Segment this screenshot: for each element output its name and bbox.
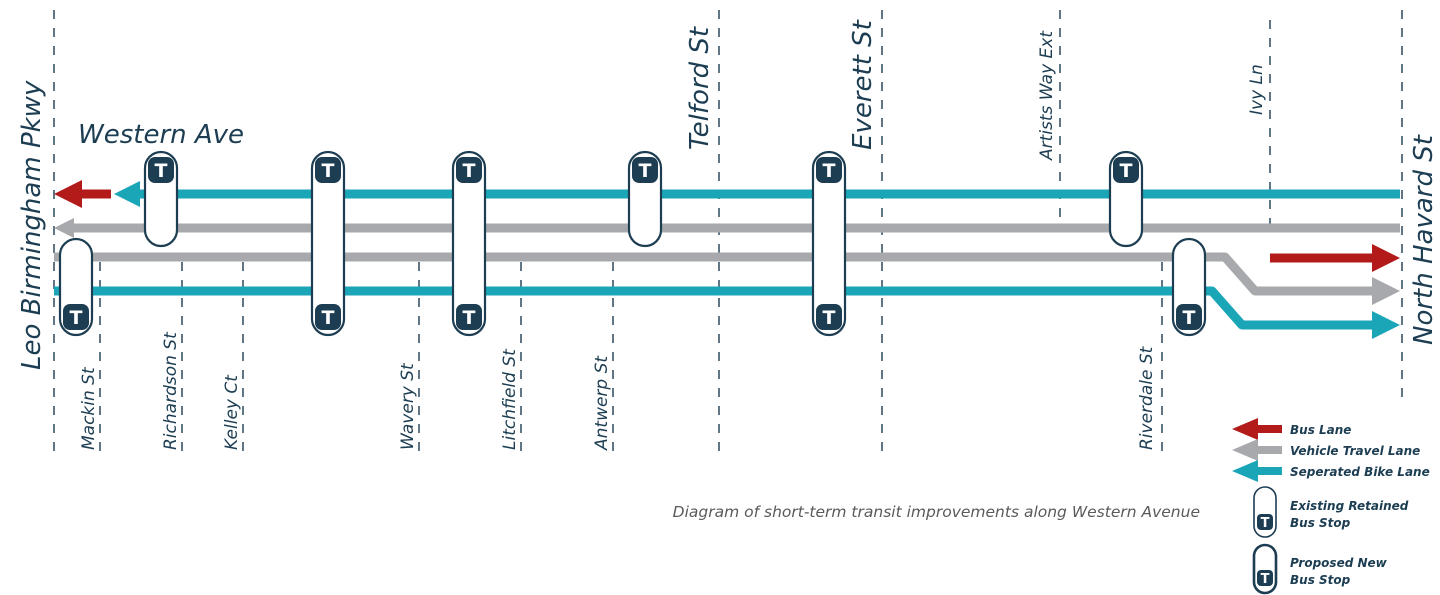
svg-text:T: T <box>322 160 335 182</box>
eastbound-vehicle-lane <box>54 252 1376 296</box>
diagram-caption: Diagram of short-term transit improvemen… <box>672 503 1200 521</box>
stop-t-icon: T <box>148 157 174 183</box>
svg-text:T: T <box>823 160 836 182</box>
svg-text:T: T <box>322 307 335 329</box>
eastbound-bus-arrowhead <box>1372 244 1400 272</box>
svg-text:T: T <box>639 160 652 182</box>
stop-t-icon: T <box>456 157 482 183</box>
bus-stop-wavery[interactable]: T T <box>310 150 346 337</box>
stop-t-icon: T <box>315 304 341 330</box>
stop-t-icon: T <box>1176 304 1202 330</box>
bus-stop-mackin[interactable]: T <box>58 237 94 337</box>
bus-stop-riverdale[interactable]: T <box>1171 237 1207 337</box>
svg-text:T: T <box>70 307 83 329</box>
svg-text:T: T <box>1183 307 1196 329</box>
stop-t-icon: T <box>456 304 482 330</box>
stop-t-icon: T <box>816 157 842 183</box>
legend: Bus Lane Vehicle Travel Lane Seperated B… <box>1232 418 1430 595</box>
svg-text:Existing Retained: Existing Retained <box>1290 499 1409 513</box>
street-label-litchfield: Litchfield St <box>500 348 520 450</box>
bus-stop-richardson[interactable]: T <box>143 150 179 248</box>
westbound-bus-arrowhead <box>54 180 82 208</box>
svg-text:Seperated Bike Lane: Seperated Bike Lane <box>1290 465 1430 479</box>
svg-text:T: T <box>155 160 168 182</box>
street-label-mackin: Mackin St <box>79 366 99 450</box>
svg-text:Proposed New: Proposed New <box>1290 556 1388 570</box>
street-label-ivy: Ivy Ln <box>1247 64 1267 115</box>
teal-arrow-icon <box>1232 460 1258 482</box>
street-label-riverdale: Riverdale St <box>1137 345 1157 450</box>
red-arrow-icon <box>1232 418 1258 440</box>
street-label-wavery: Wavery St <box>398 362 418 450</box>
bus-stop-everett[interactable]: T T <box>811 150 847 337</box>
bus-stop-antwerp[interactable]: T <box>627 150 663 248</box>
street-label-richardson: Richardson St <box>161 331 181 450</box>
street-label-artists: Artists Way Ext <box>1037 30 1057 161</box>
stop-t-icon: T <box>1113 157 1139 183</box>
bus-stops: T T T T T <box>58 150 1207 337</box>
westbound-vehicle-arrowhead <box>54 218 74 238</box>
street-label-kelley: Kelley Ct <box>222 374 242 450</box>
svg-text:Bus Stop: Bus Stop <box>1290 573 1351 587</box>
svg-text:Bus Stop: Bus Stop <box>1290 516 1351 530</box>
legend-bike-lane: Seperated Bike Lane <box>1232 460 1430 482</box>
avenue-label: Western Ave <box>78 120 244 150</box>
legend-existing-stop: T Existing Retained Bus Stop <box>1253 486 1409 538</box>
street-label-antwerp: Antwerp St <box>592 355 612 451</box>
gray-arrow-icon <box>1232 439 1258 461</box>
stop-t-icon: T <box>63 304 89 330</box>
svg-text:T: T <box>823 307 836 329</box>
major-street-labels: Leo Birmingham Pkwy Telford St Everett S… <box>17 19 1439 370</box>
stop-t-icon: T <box>632 157 658 183</box>
street-label-telford: Telford St <box>685 26 715 150</box>
top-street-labels: Artists Way Ext Ivy Ln <box>1037 30 1267 161</box>
svg-text:T: T <box>463 307 476 329</box>
stop-t-icon: T <box>816 304 842 330</box>
westbound-bike-arrowhead <box>114 181 140 207</box>
bus-stop-artists[interactable]: T <box>1108 150 1144 248</box>
bus-stop-litchfield[interactable]: T T <box>451 150 487 337</box>
svg-text:Bus Lane: Bus Lane <box>1290 423 1351 437</box>
svg-text:T: T <box>1261 572 1270 587</box>
legend-vehicle-lane: Vehicle Travel Lane <box>1232 439 1420 461</box>
street-label-leo: Leo Birmingham Pkwy <box>17 80 47 370</box>
svg-text:T: T <box>1120 160 1133 182</box>
svg-text:T: T <box>1261 516 1270 531</box>
svg-text:T: T <box>463 160 476 182</box>
legend-bus-lane: Bus Lane <box>1232 418 1351 440</box>
svg-text:Vehicle Travel Lane: Vehicle Travel Lane <box>1290 444 1420 458</box>
legend-proposed-stop: T Proposed New Bus Stop <box>1252 543 1388 595</box>
eastbound-bike-lane <box>54 286 1376 330</box>
eastbound-vehicle-arrowhead <box>1372 277 1400 305</box>
eastbound-bike-arrowhead <box>1372 311 1400 339</box>
street-label-everett: Everett St <box>848 19 878 150</box>
street-label-harvard: North Havard St <box>1409 134 1439 345</box>
bottom-street-labels: Mackin St Richardson St Kelley Ct Wavery… <box>79 331 1157 451</box>
lanes <box>54 180 1400 339</box>
stop-t-icon: T <box>315 157 341 183</box>
